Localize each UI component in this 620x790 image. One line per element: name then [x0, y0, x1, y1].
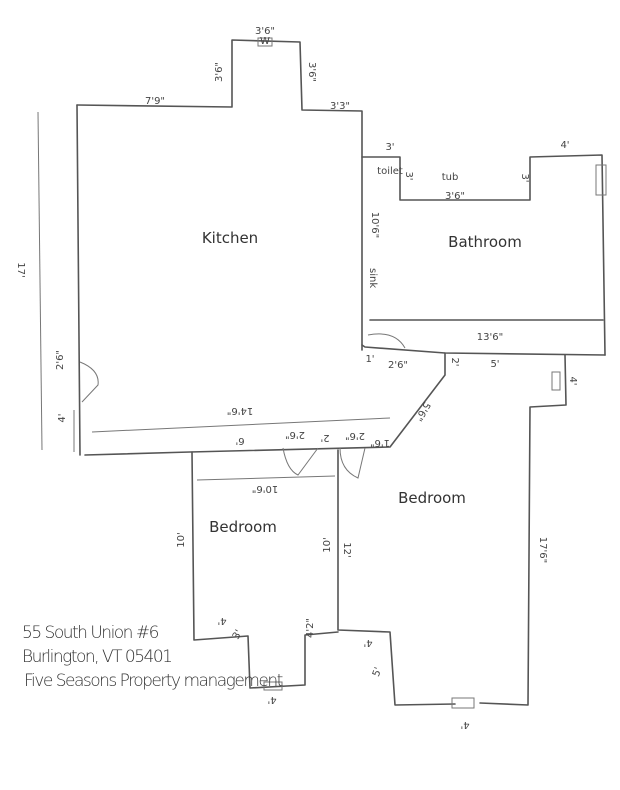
dimension-label: 3'6"	[214, 62, 225, 82]
dimension-label: 6'	[235, 435, 244, 446]
dimension-label: 13'6"	[477, 332, 503, 343]
dimension-label: 10'	[322, 537, 333, 552]
dimension-label: 10'	[176, 532, 187, 547]
dimension-label: 10'6"	[369, 212, 380, 238]
dimension-label: 10'6"	[252, 483, 278, 494]
dimension-label: 14'6"	[227, 405, 253, 416]
room-label-bedroom-left: Bedroom	[209, 518, 277, 536]
dimension-label: 1'6"	[370, 437, 390, 448]
dimension-label: 5'	[490, 359, 499, 370]
dimension-label: 2'	[320, 432, 329, 443]
dimension-label: 4'2"	[305, 618, 316, 638]
dimension-label: 4'	[460, 719, 469, 730]
dimension-label: 4'	[363, 637, 372, 648]
dimension-label: 12'	[341, 542, 352, 557]
windows	[257, 37, 607, 709]
dimension-label: 5'	[371, 666, 384, 678]
dimension-label: 17'	[15, 262, 26, 277]
dimension-label: 5'6"	[412, 400, 432, 423]
tub-label: tub	[442, 172, 459, 183]
room-label-kitchen: Kitchen	[202, 229, 258, 247]
dimension-label: 2'6"	[285, 429, 305, 440]
window-label: W	[260, 36, 270, 47]
address-block: 55 South Union #6 Burlington, VT 05401 F…	[22, 623, 284, 691]
dimension-label: 3'6"	[255, 26, 275, 37]
dimension-label: 4'	[267, 694, 276, 705]
dimension-label: 4'	[217, 615, 226, 626]
toilet-label: toilet	[377, 166, 403, 177]
dimension-label: 2'6"	[345, 430, 365, 441]
dimension-lines	[37, 111, 391, 481]
dimension-label: 2'6"	[388, 360, 408, 371]
dimension-label: 3'	[519, 173, 530, 182]
room-label-bedroom-right: Bedroom	[398, 489, 466, 507]
dimension-label: 2'6"	[55, 350, 66, 370]
dimension-label: 3'6"	[445, 191, 465, 202]
doors	[79, 333, 406, 479]
dimension-label: 4'	[57, 413, 68, 422]
dimension-label: 3'6"	[306, 62, 317, 82]
dimension-label: 7'9"	[145, 96, 165, 107]
room-label-bathroom: Bathroom	[448, 233, 522, 251]
dimension-label: 1'	[365, 354, 374, 365]
dimension-label: 3'	[403, 171, 414, 180]
address-line-1: 55 South Union #6	[22, 623, 159, 643]
dimension-label: 17'6"	[537, 537, 548, 563]
dimension-label: 2'	[449, 357, 460, 366]
dimension-label: 3'3"	[330, 101, 350, 112]
dimension-labels: 3'6" 3'6" 3'6" 7'9" 3'3" 3' 4' 3'6" 3' 3…	[15, 26, 578, 730]
dimension-label: 3'	[231, 628, 245, 641]
address-line-3: Five Seasons Property management	[24, 671, 283, 691]
walls	[76, 39, 606, 706]
dimension-label: 4'	[560, 140, 569, 151]
dimension-label: 3'	[385, 142, 394, 153]
dimension-label: 4'	[567, 376, 578, 385]
sink-label: sink	[367, 268, 378, 288]
address-line-2: Burlington, VT 05401	[22, 647, 171, 667]
